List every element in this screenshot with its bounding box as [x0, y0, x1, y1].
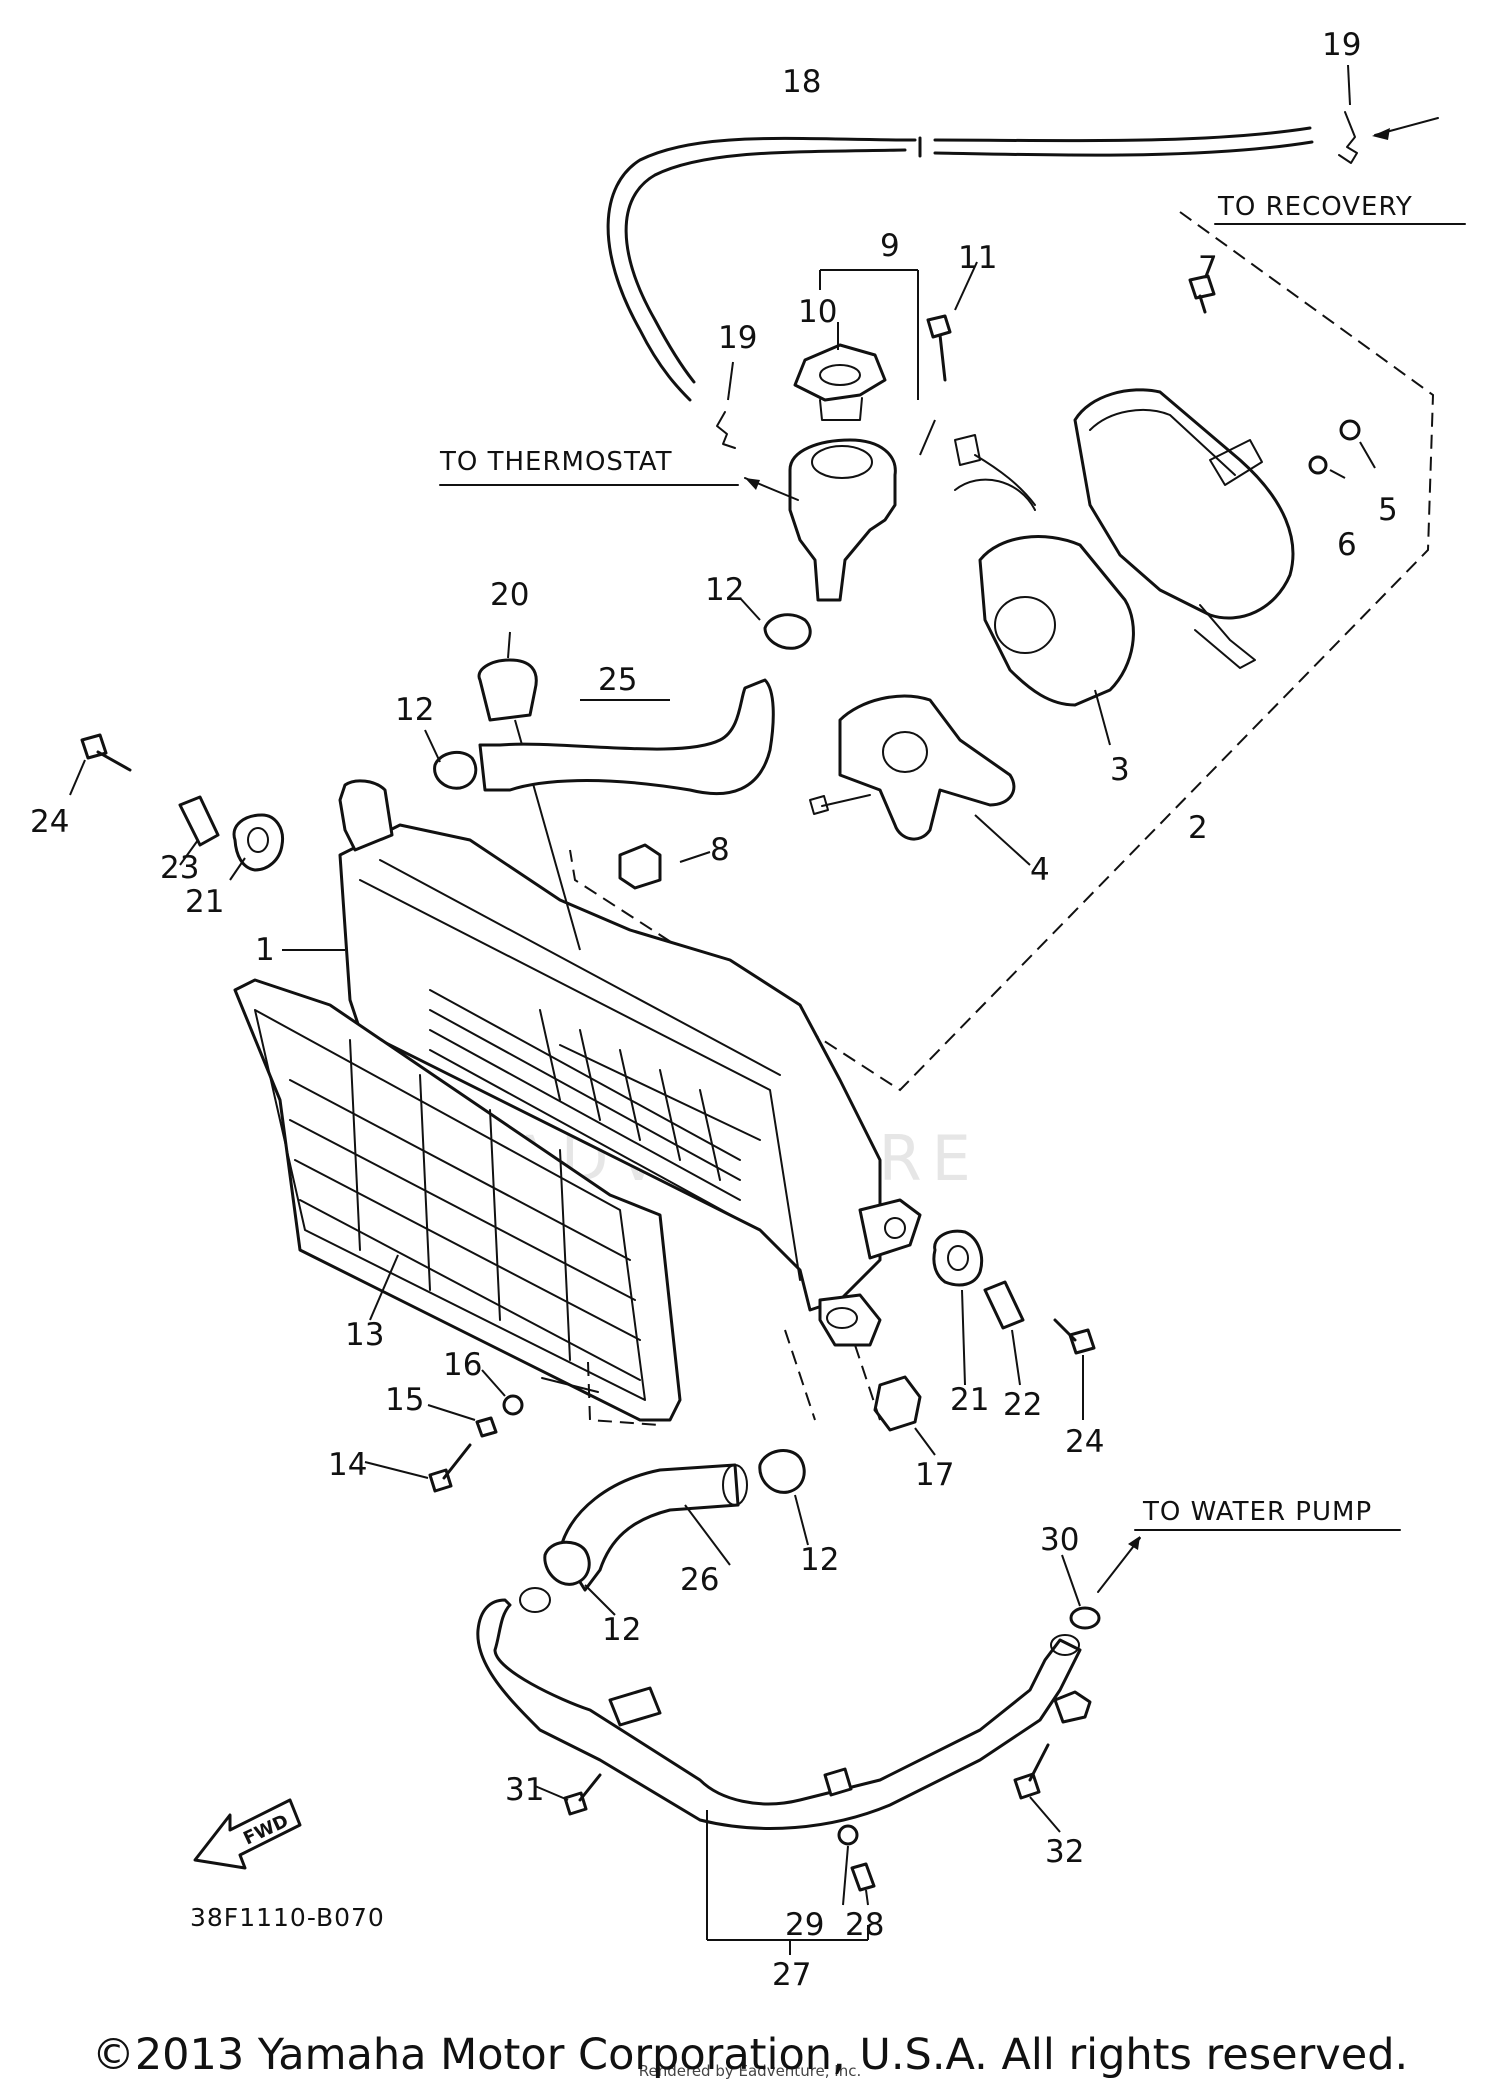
part-label: 13	[345, 1317, 384, 1353]
rubber-cap-20[interactable]	[477, 658, 538, 722]
grommet-21-right[interactable]	[932, 1229, 984, 1287]
part-label: 26	[680, 1562, 719, 1598]
part-label: 18	[782, 64, 821, 100]
nut-5[interactable]	[1339, 419, 1361, 441]
bracket-17[interactable]	[873, 1375, 922, 1432]
hose-clamp-12-upper[interactable]	[763, 613, 812, 650]
washer-15[interactable]	[475, 1416, 498, 1438]
part-labels: 1 2 3 4 5 6 7 8 9 10 11 12 12 12 12 13 1…	[30, 27, 1398, 1993]
part-label: 10	[798, 294, 837, 330]
bolt-24-right[interactable]	[1068, 1328, 1096, 1355]
hose-clamp-12-middle[interactable]	[758, 1449, 806, 1494]
part-label: 15	[385, 1382, 424, 1418]
bolt-32[interactable]	[1013, 1772, 1041, 1800]
part-label: 11	[958, 240, 997, 276]
fan-assembly-boundary	[569, 211, 1435, 1092]
upper-hose-25[interactable]	[478, 678, 775, 796]
bolt-11[interactable]	[926, 314, 952, 339]
part-label: 6	[1337, 527, 1357, 563]
hose-clamp-12-lower[interactable]	[543, 1540, 591, 1586]
callout-to-recovery: TO RECOVERY	[1217, 192, 1413, 222]
part-label: 14	[328, 1447, 367, 1483]
part-label: 1	[255, 932, 275, 968]
hose-clip-top[interactable]	[1338, 111, 1358, 164]
radiator-mount-tab	[858, 1198, 922, 1260]
drain-plug-28[interactable]	[850, 1862, 876, 1892]
fwd-arrow: FWD	[193, 1798, 302, 1870]
bolt-7[interactable]	[1188, 274, 1216, 300]
part-label: 19	[718, 320, 757, 356]
overflow-hose[interactable]	[606, 136, 917, 402]
radiator-fins	[429, 989, 761, 1221]
hose-clamp-12-left[interactable]	[433, 750, 478, 790]
fan-motor[interactable]	[978, 535, 1135, 707]
part-label: 32	[1045, 1834, 1084, 1870]
bracket-8[interactable]	[618, 843, 662, 890]
part-label: 24	[30, 804, 69, 840]
callout-to-water-pump: TO WATER PUMP	[1142, 1497, 1372, 1527]
part-label: 19	[1322, 27, 1361, 63]
part-label: 12	[705, 572, 744, 608]
part-code: 38F1110-B070	[190, 1903, 385, 1932]
part-label: 8	[710, 832, 730, 868]
part-label: 29	[785, 1907, 824, 1943]
part-label: 22	[1003, 1387, 1042, 1423]
washer-29[interactable]	[837, 1824, 859, 1846]
part-label: 16	[443, 1347, 482, 1383]
collar-22[interactable]	[983, 1280, 1025, 1330]
washer-6[interactable]	[1308, 455, 1328, 475]
collar-23[interactable]	[178, 795, 220, 847]
part-label: 9	[880, 228, 900, 264]
part-label: 5	[1378, 492, 1398, 528]
part-label: 17	[915, 1457, 954, 1493]
hose-clip-left[interactable]	[716, 411, 736, 449]
part-label: 21	[185, 884, 224, 920]
part-label: 24	[1065, 1424, 1104, 1460]
part-label: 12	[602, 1612, 641, 1648]
water-pipe-27[interactable]	[476, 1598, 1082, 1830]
part-label: 2	[1188, 810, 1208, 846]
copyright-notice: ©2013 Yamaha Motor Corporation, U.S.A. A…	[91, 2030, 1409, 2080]
part-label: 4	[1030, 852, 1050, 888]
washer-16[interactable]	[502, 1394, 524, 1416]
part-label: 28	[845, 1907, 884, 1943]
part-label: 20	[490, 577, 529, 613]
fan-wire-connector	[954, 434, 981, 466]
callout-to-thermostat: TO THERMOSTAT	[439, 447, 672, 477]
rendered-by: Rendered by Eadventure, Inc.	[639, 2062, 862, 2080]
o-ring-30[interactable]	[1069, 1606, 1101, 1630]
part-label: 31	[505, 1772, 544, 1808]
part-label: 12	[395, 692, 434, 728]
part-label: 12	[800, 1542, 839, 1578]
radiator-core[interactable]	[338, 823, 882, 1312]
radiator-cap[interactable]	[793, 343, 887, 402]
part-label: 7	[1198, 250, 1218, 286]
part-label: 23	[160, 850, 199, 886]
part-label: 27	[772, 1957, 811, 1993]
guard-mesh	[289, 1039, 641, 1381]
part-label: 25	[598, 662, 637, 698]
filler-neck	[788, 438, 897, 602]
part-label: 21	[950, 1382, 989, 1418]
grommet-21-left[interactable]	[232, 813, 285, 872]
part-label: 3	[1110, 752, 1130, 788]
part-label: 30	[1040, 1522, 1079, 1558]
radiator-guard[interactable]	[233, 978, 682, 1422]
fan-blade[interactable]	[838, 694, 1016, 841]
fan-shroud[interactable]	[1073, 388, 1295, 620]
